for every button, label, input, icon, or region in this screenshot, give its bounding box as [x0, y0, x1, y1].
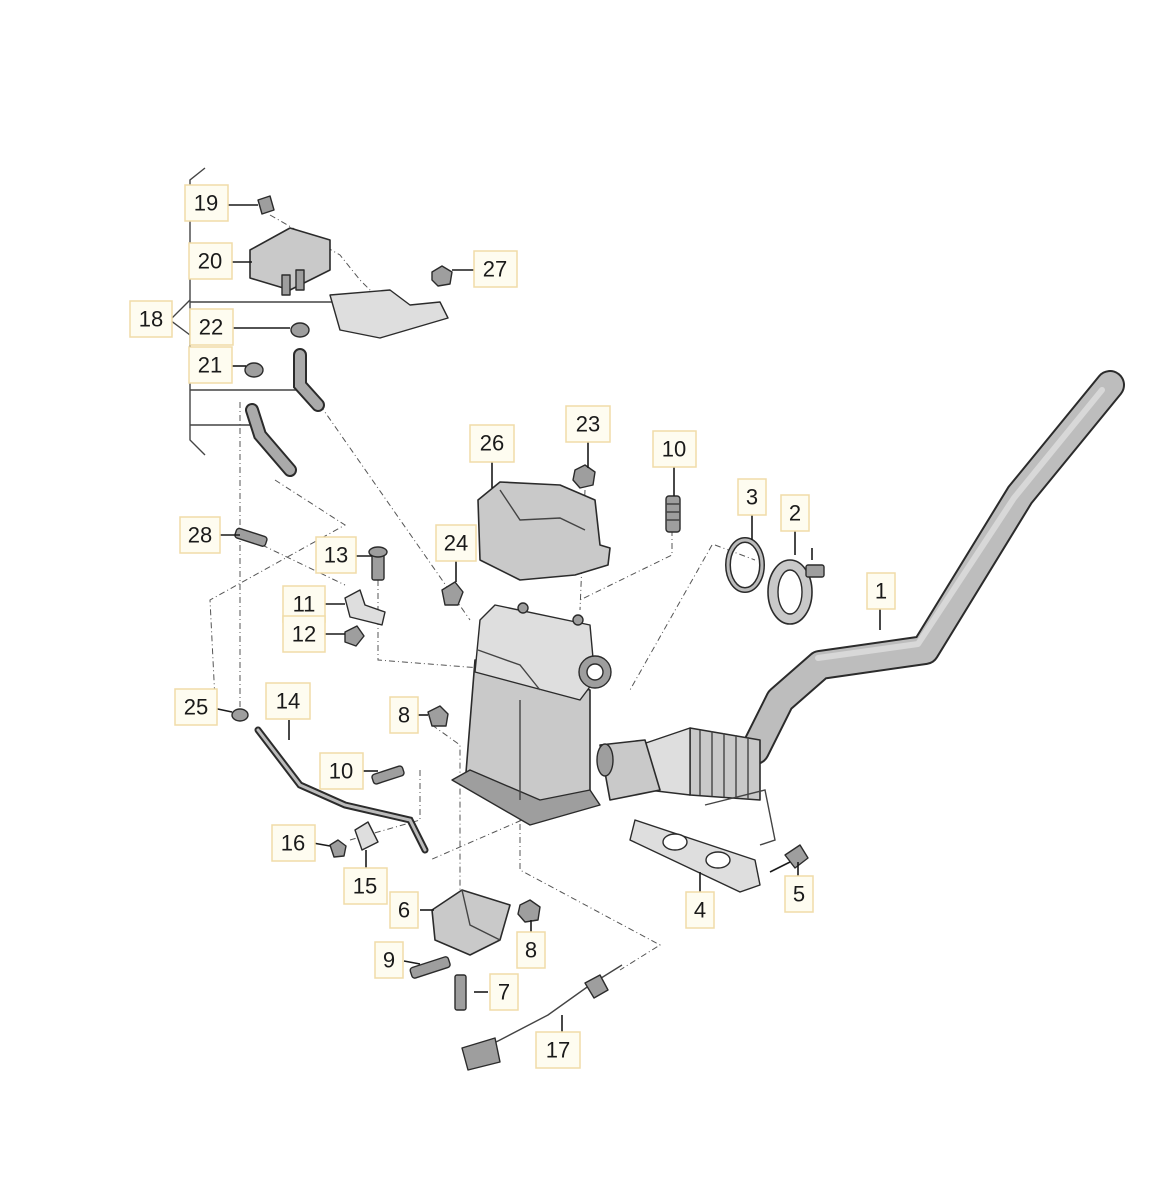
svg-text:17: 17	[546, 1038, 570, 1063]
callout-13: 13	[315, 536, 357, 574]
callout-9: 9	[374, 941, 404, 979]
small-parts	[234, 527, 464, 647]
callout-14: 14	[265, 682, 311, 720]
callout-10-top: 10	[652, 430, 697, 468]
svg-text:11: 11	[293, 592, 316, 617]
svg-text:10: 10	[662, 437, 686, 462]
callout-20: 20	[188, 242, 233, 280]
svg-text:8: 8	[398, 703, 410, 728]
svg-text:24: 24	[444, 531, 468, 556]
svg-text:28: 28	[188, 523, 212, 548]
callout-5: 5	[784, 875, 814, 913]
clamp	[767, 548, 825, 625]
callout-21: 21	[188, 346, 233, 384]
callout-16: 16	[271, 824, 316, 862]
callout-8-bracket: 8	[516, 931, 546, 969]
callout-23: 23	[565, 405, 611, 443]
svg-text:18: 18	[139, 307, 163, 332]
flex-section	[639, 727, 761, 801]
callout-12: 12	[282, 615, 326, 653]
callouts: 1 2 3 4 5 6 7 8 8 9 10 10 11 12 13	[129, 184, 896, 1069]
support-bracket	[409, 889, 541, 1011]
svg-text:6: 6	[398, 898, 410, 923]
leader-lines	[212, 204, 881, 1032]
svg-text:26: 26	[480, 431, 504, 456]
svg-text:8: 8	[525, 938, 537, 963]
heat-shield	[477, 481, 611, 581]
stud-10-top	[665, 495, 681, 533]
bolt-5	[769, 844, 809, 873]
svg-text:20: 20	[198, 249, 222, 274]
svg-text:14: 14	[276, 689, 300, 714]
svg-text:7: 7	[498, 980, 510, 1005]
nut-23	[572, 464, 596, 489]
svg-text:9: 9	[383, 948, 395, 973]
svg-text:5: 5	[793, 882, 805, 907]
callout-10-bottom: 10	[319, 752, 364, 790]
pressure-pipe	[231, 705, 449, 858]
callout-2: 2	[780, 494, 810, 532]
svg-text:22: 22	[199, 315, 223, 340]
svg-text:21: 21	[198, 353, 222, 378]
callout-6: 6	[389, 891, 419, 929]
svg-text:19: 19	[194, 191, 218, 216]
svg-text:2: 2	[789, 501, 801, 526]
callout-17: 17	[535, 1031, 581, 1069]
callout-7: 7	[489, 973, 519, 1011]
sealing-ring	[725, 537, 765, 593]
callout-27: 27	[473, 250, 518, 288]
callout-1: 1	[866, 572, 896, 610]
callout-3: 3	[737, 478, 767, 516]
svg-text:16: 16	[281, 831, 305, 856]
callout-25: 25	[174, 688, 218, 726]
svg-text:13: 13	[324, 543, 348, 568]
svg-text:4: 4	[694, 898, 706, 923]
flange-gasket	[629, 819, 761, 893]
callout-15: 15	[343, 867, 388, 905]
svg-text:12: 12	[292, 622, 316, 647]
svg-text:27: 27	[483, 257, 507, 282]
callout-8-filter: 8	[389, 696, 419, 734]
callout-24: 24	[435, 524, 477, 562]
temperature-sensor	[461, 964, 623, 1071]
svg-text:25: 25	[184, 695, 208, 720]
svg-text:15: 15	[353, 874, 377, 899]
svg-text:10: 10	[329, 759, 353, 784]
svg-text:23: 23	[576, 412, 600, 437]
pressure-sensor-group	[168, 167, 453, 477]
particulate-filter	[451, 602, 612, 826]
callout-4: 4	[685, 891, 715, 929]
callout-26: 26	[469, 424, 515, 463]
callout-28: 28	[179, 516, 221, 554]
callout-22: 22	[189, 308, 234, 346]
svg-text:3: 3	[746, 485, 758, 510]
exhaust-pipe	[596, 370, 1125, 846]
callout-19: 19	[184, 184, 229, 222]
svg-text:1: 1	[875, 579, 887, 604]
callout-18: 18	[129, 300, 173, 338]
